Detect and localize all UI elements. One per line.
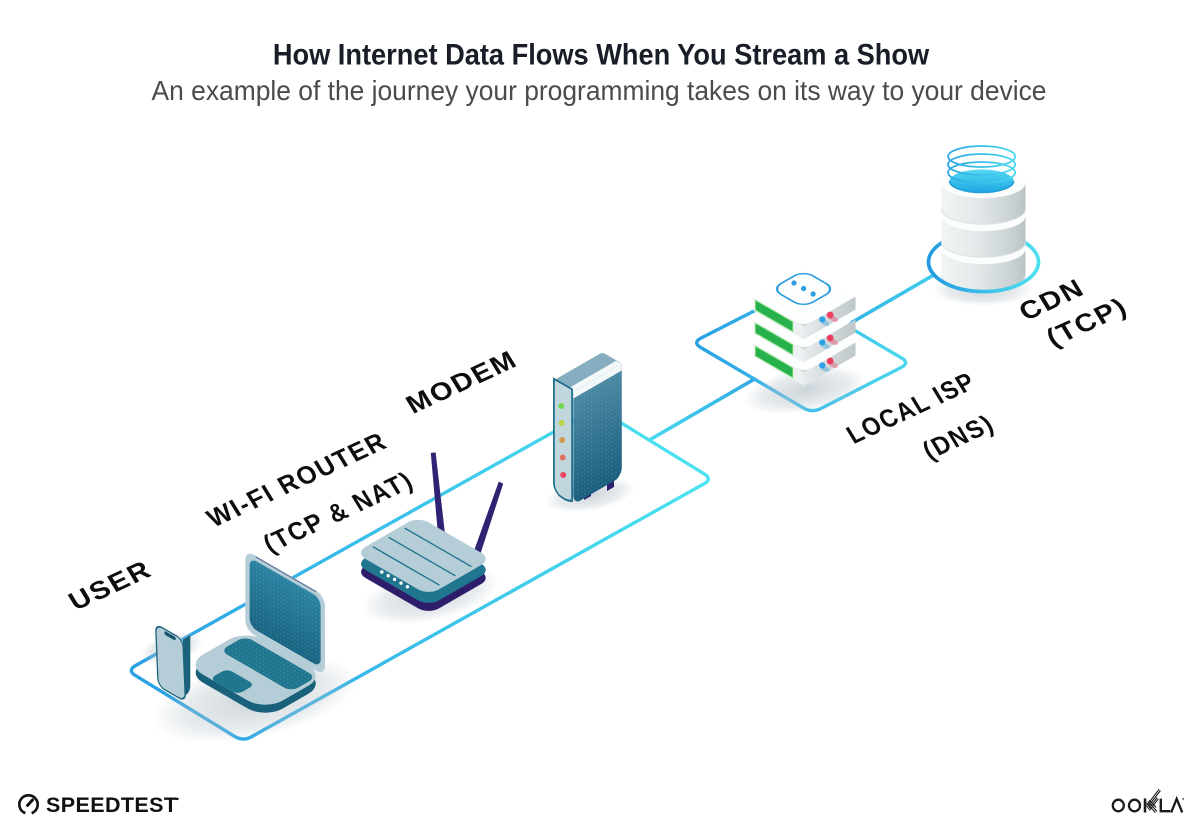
svg-text:USER: USER — [63, 554, 157, 616]
svg-text:(DNS): (DNS) — [917, 408, 1000, 464]
svg-text:How Internet Data Flows When Y: How Internet Data Flows When You Stream … — [273, 38, 930, 72]
svg-text:An example of the journey your: An example of the journey your programmi… — [152, 74, 1047, 106]
svg-text:SPEEDTEST: SPEEDTEST — [46, 793, 177, 817]
svg-text:MODEM: MODEM — [400, 344, 522, 419]
